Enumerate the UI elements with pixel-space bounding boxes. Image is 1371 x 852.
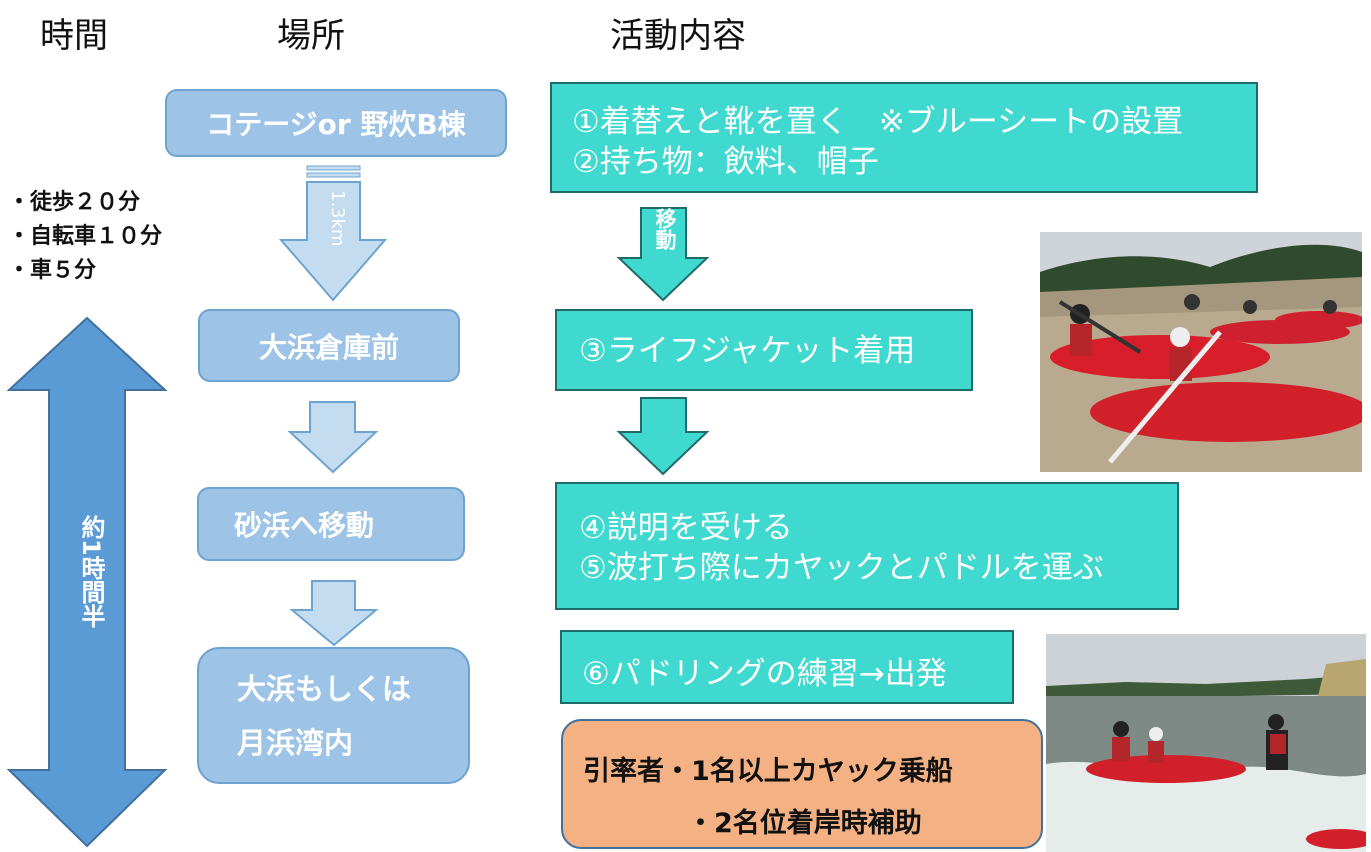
distance-label: 1.3km xyxy=(327,190,348,247)
place-beach: 砂浜へ移動 xyxy=(197,487,465,561)
activity-step-3-box: ③ライフジャケット着用 xyxy=(555,309,973,391)
duration-double-arrow xyxy=(6,316,168,848)
activity-step-6-box: ⑥パドリングの練習→出発 xyxy=(560,630,1014,704)
header-place: 場所 xyxy=(277,16,345,56)
activity-step-6: ⑥パドリングの練習→出発 xyxy=(582,656,947,692)
activity-step-1: ①着替えと靴を置く ※ブルーシートの設置 xyxy=(572,104,1184,140)
down-arrow-place-3 xyxy=(289,580,379,647)
header-time: 時間 xyxy=(40,16,108,56)
arrow-stripe xyxy=(306,172,361,178)
place-bay: 大浜もしくは 月浜湾内 xyxy=(197,647,470,784)
activity-step-1-2: ①着替えと靴を置く ※ブルーシートの設置 ②持ち物：飲料、帽子 xyxy=(550,82,1258,193)
travel-walk: ・徒歩２０分 xyxy=(8,190,141,215)
activity-step-4-5: ④説明を受ける ⑤波打ち際にカヤックとパドルを運ぶ xyxy=(555,482,1179,610)
place-warehouse: 大浜倉庫前 xyxy=(198,309,460,382)
travel-bike: ・自転車１０分 xyxy=(8,224,163,249)
down-arrow-place-2 xyxy=(287,401,379,474)
activity-step-2: ②持ち物：飲料、帽子 xyxy=(572,144,879,180)
activity-step-4: ④説明を受ける xyxy=(579,510,793,546)
leader-note-line2: ・2名位着岸時補助 xyxy=(687,808,922,839)
place-cottage: コテージor 野炊B棟 xyxy=(165,89,507,157)
move-label: 移動 xyxy=(653,208,677,250)
activity-step-5: ⑤波打ち際にカヤックとパドルを運ぶ xyxy=(579,550,1104,586)
header-activity: 活動内容 xyxy=(610,16,746,56)
photo-kayaks-on-beach xyxy=(1040,232,1362,472)
leader-note: 引率者・1名以上カヤック乗船 ・2名位着岸時補助 xyxy=(561,719,1043,849)
travel-car: ・車５分 xyxy=(8,258,97,283)
leader-note-line1: 引率者・1名以上カヤック乗船 xyxy=(583,756,953,787)
arrow-stripe xyxy=(306,165,361,171)
down-arrow-move xyxy=(616,207,710,302)
travel-time-list: ・徒歩２０分 ・自転車１０分 ・車５分 xyxy=(8,186,162,288)
activity-step-3: ③ライフジャケット着用 xyxy=(579,333,916,369)
place-bay-line1: 大浜もしくは xyxy=(237,671,412,706)
down-arrow-distance xyxy=(278,181,388,302)
photo-kayak-launch xyxy=(1046,634,1366,852)
duration-label: 約1時間半 xyxy=(77,515,105,628)
down-arrow-activity-2 xyxy=(616,397,710,476)
place-bay-line2: 月浜湾内 xyxy=(237,725,354,760)
